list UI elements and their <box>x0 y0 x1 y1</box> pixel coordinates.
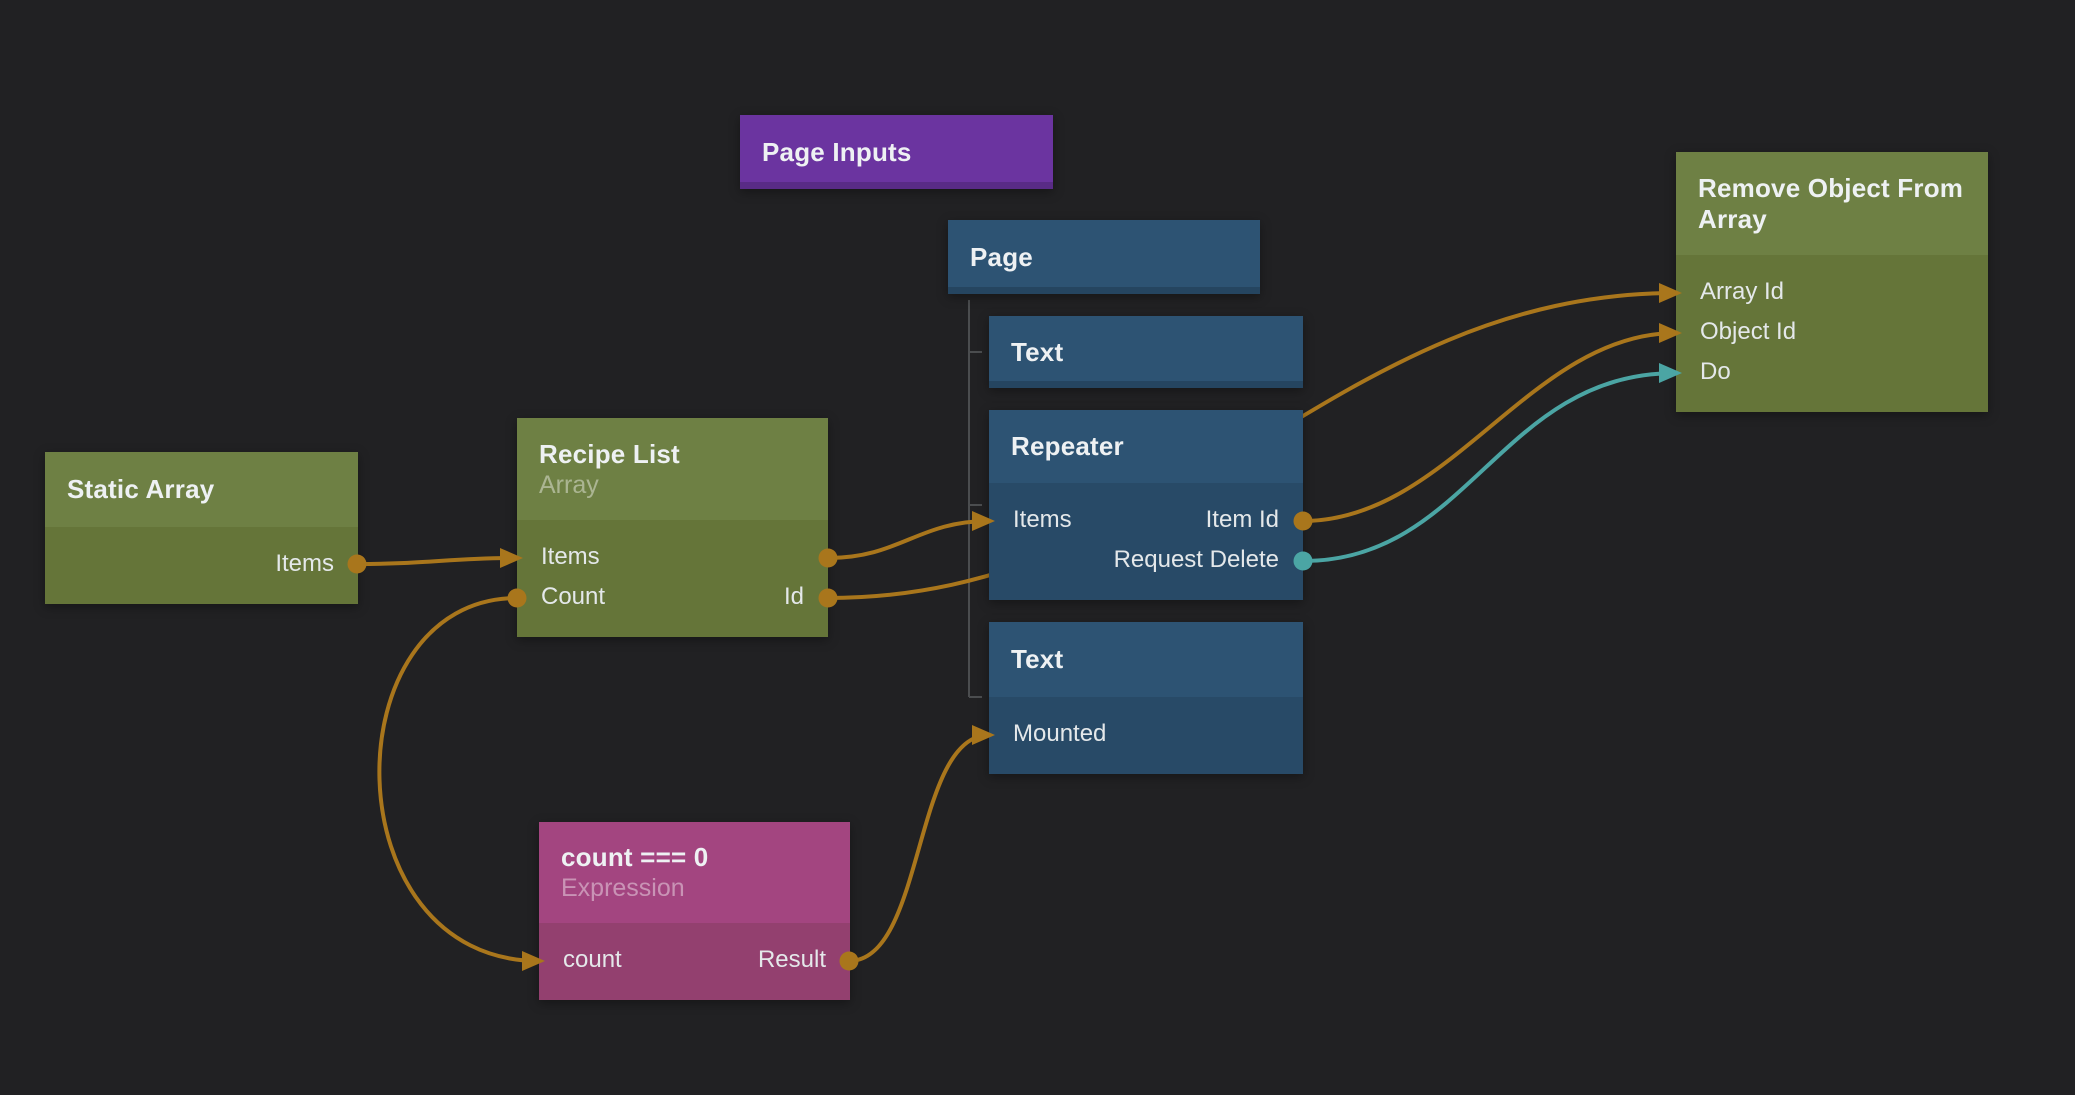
wire-repeater-item-id-to-remove-object-id[interactable] <box>1302 331 1677 523</box>
node-title: count === 0 <box>561 842 709 872</box>
node-ports: count Result <box>539 923 850 1000</box>
wire-recipe-count-to-expression-count-source-dot[interactable] <box>507 588 527 608</box>
node-ports: Mounted <box>989 697 1303 774</box>
wire-static-items-to-recipe-items[interactable] <box>356 556 518 566</box>
port-row: count Result <box>539 940 850 980</box>
wire-recipe-items-to-repeater-items-arrowhead-icon[interactable] <box>972 511 995 531</box>
port-items[interactable]: Items <box>275 550 334 577</box>
wire-repeater-request-delete-to-remove-do-arrowhead-icon[interactable] <box>1659 363 1682 383</box>
port-row: Array Id <box>1676 272 1988 312</box>
node-title: Recipe List <box>539 438 680 469</box>
wire-recipe-items-to-repeater-items-source-dot[interactable] <box>818 548 838 568</box>
hierarchy-tree-line <box>968 300 982 698</box>
port-row: Do <box>1676 352 1988 392</box>
wire-repeater-item-id-to-remove-object-id-source-dot[interactable] <box>1293 511 1313 531</box>
port-row: Mounted <box>989 714 1303 754</box>
wire-expression-result-to-text2-mounted-source-dot[interactable] <box>839 951 859 971</box>
node-subtitle: Array <box>539 470 599 499</box>
node-header: Static Array <box>45 452 358 527</box>
port-count[interactable]: count <box>563 946 622 973</box>
port-row: Items <box>517 537 828 577</box>
node-title: Page <box>970 241 1033 272</box>
port-count[interactable]: Count <box>541 583 606 610</box>
port-object-id[interactable]: Object Id <box>1700 318 1797 345</box>
port-do[interactable]: Do <box>1700 358 1731 385</box>
port-mounted[interactable]: Mounted <box>1013 720 1107 747</box>
port-id[interactable]: Id <box>783 583 804 610</box>
port-result[interactable]: Result <box>757 946 826 973</box>
wire-recipe-count-to-expression-count[interactable] <box>377 596 540 963</box>
node-header: Text <box>989 316 1303 388</box>
node-header: Repeater <box>989 410 1303 483</box>
node-title: Page Inputs <box>762 136 912 167</box>
port-items[interactable]: Items <box>1013 506 1072 533</box>
wire-recipe-items-to-repeater-items[interactable] <box>827 519 990 560</box>
node-header: Text <box>989 622 1303 697</box>
port-array-id[interactable]: Array Id <box>1700 278 1785 305</box>
node-header: Remove Object From Array <box>1676 152 1988 255</box>
port-row: Request Delete <box>989 540 1303 580</box>
wire-expression-result-to-text2-mounted-arrowhead-icon[interactable] <box>972 725 995 745</box>
node-title: Text <box>1011 644 1064 674</box>
wire-repeater-request-delete-to-remove-do-source-dot[interactable] <box>1293 551 1313 571</box>
node-subtitle: Expression <box>561 874 685 902</box>
node-ports: Items <box>45 527 358 604</box>
wire-expression-result-to-text2-mounted[interactable] <box>848 733 990 963</box>
wire-recipe-id-to-remove-array-id-arrowhead-icon[interactable] <box>1659 283 1682 303</box>
wire-repeater-item-id-to-remove-object-id-arrowhead-icon[interactable] <box>1659 323 1682 343</box>
node-ports: Items Item Id Request Delete <box>989 483 1303 600</box>
node-text-1[interactable]: Text <box>989 316 1303 388</box>
wire-static-items-to-recipe-items-source-dot[interactable] <box>347 554 367 574</box>
port-request-delete[interactable]: Request Delete <box>1113 546 1279 573</box>
port-row: Items <box>45 544 358 584</box>
port-item-id[interactable]: Item Id <box>1205 506 1279 533</box>
node-title: Repeater <box>1011 431 1124 461</box>
port-row: Object Id <box>1676 312 1988 352</box>
node-title: Text <box>1011 336 1064 367</box>
wire-recipe-id-to-remove-array-id-source-dot[interactable] <box>818 588 838 608</box>
port-row: Count Id <box>517 577 828 617</box>
node-ports: Array Id Object Id Do <box>1676 255 1988 412</box>
node-title: Remove Object From Array <box>1698 172 1964 234</box>
node-page[interactable]: Page <box>948 220 1260 294</box>
node-page-inputs[interactable]: Page Inputs <box>740 115 1053 189</box>
node-header: Page Inputs <box>740 115 1053 189</box>
port-row: Items Item Id <box>989 500 1303 540</box>
port-items[interactable]: Items <box>541 543 600 570</box>
wire-repeater-request-delete-to-remove-do[interactable] <box>1302 371 1677 563</box>
wire-recipe-count-to-expression-count-arrowhead-icon[interactable] <box>522 951 545 971</box>
wire-static-items-to-recipe-items-arrowhead-icon[interactable] <box>500 548 523 568</box>
node-title: Static Array <box>67 474 215 504</box>
node-header: Page <box>948 220 1260 294</box>
